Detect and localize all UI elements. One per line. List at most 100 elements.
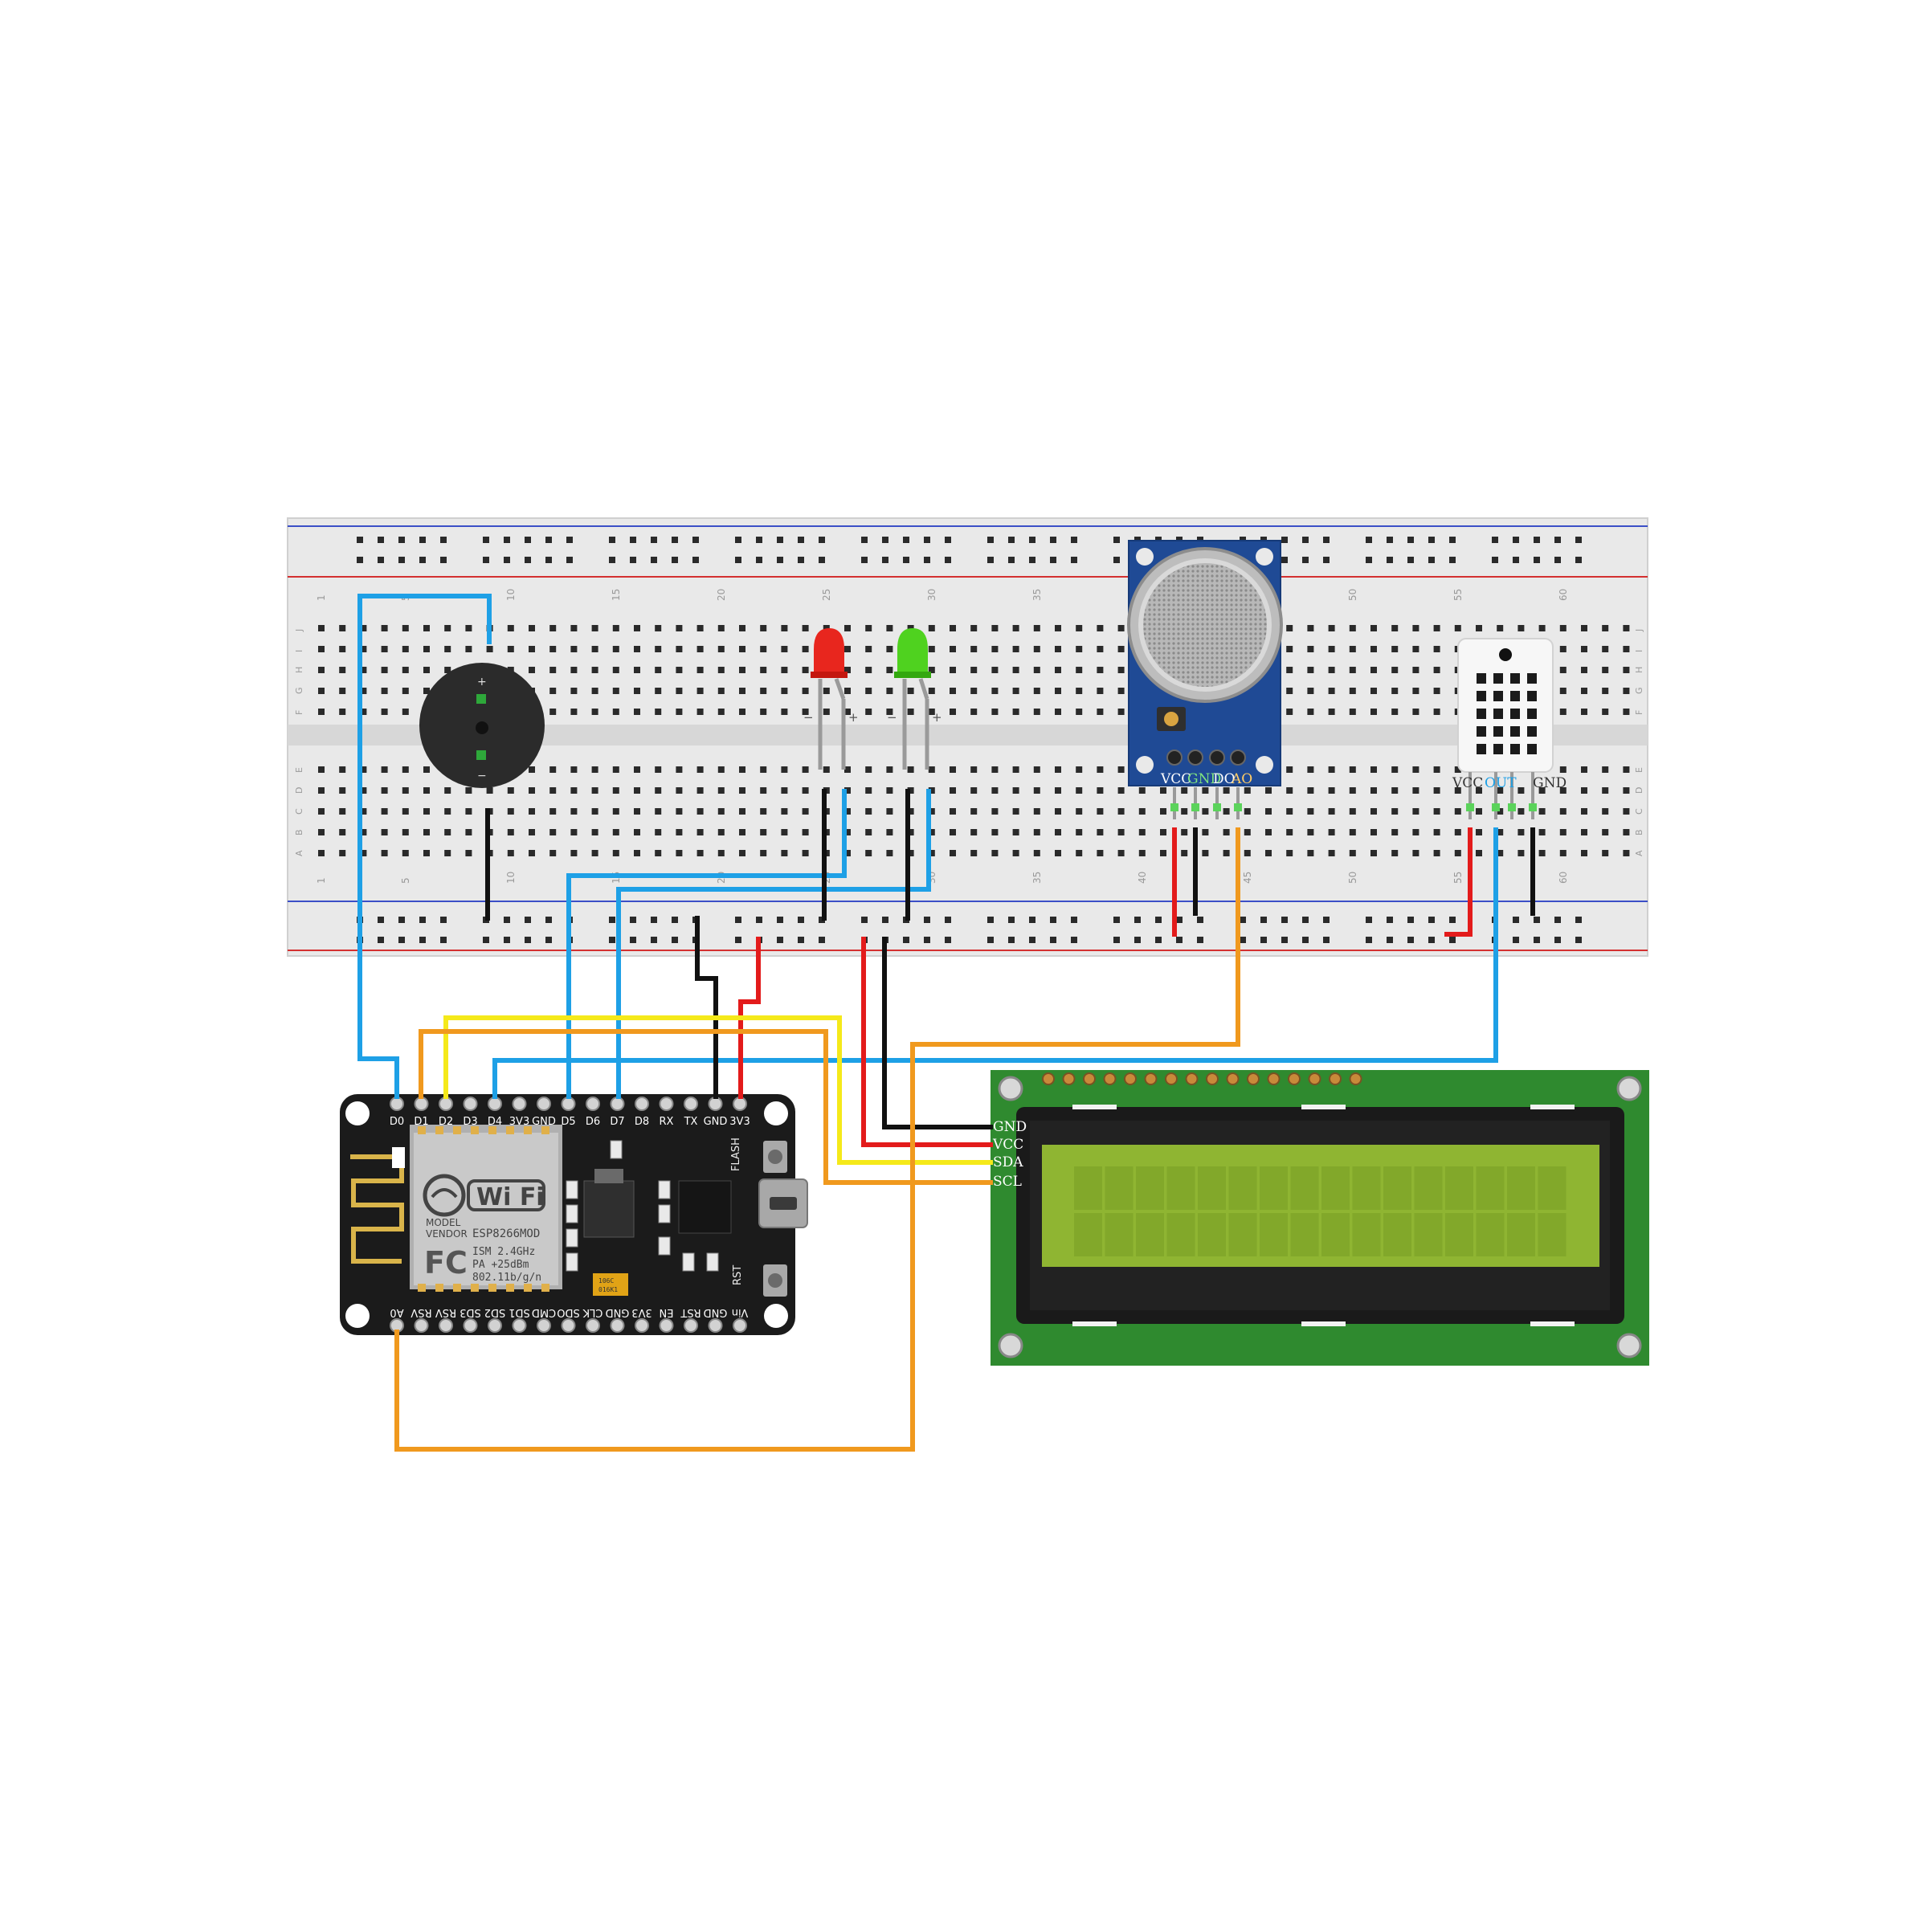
rail-hole (1302, 917, 1309, 923)
breadboard-hole (1433, 688, 1440, 694)
breadboard-hole (549, 688, 557, 694)
dht-grill-slot (1527, 691, 1537, 701)
row-letter: F (294, 710, 304, 715)
breadboard-hole (1138, 808, 1146, 815)
rail-hole (419, 537, 426, 543)
rail-hole (777, 557, 783, 563)
rail-hole (882, 557, 888, 563)
nodemcu-top-pin (512, 1097, 527, 1111)
breadboard-hole (1033, 808, 1040, 815)
rail-hole (398, 557, 405, 563)
rail-hole (819, 557, 825, 563)
breadboard-hole (1012, 646, 1019, 652)
esp-castellation (453, 1126, 461, 1134)
lcd-character-cell (1476, 1166, 1505, 1210)
breadboard-hole (1286, 625, 1293, 631)
breadboard-hole (1559, 787, 1566, 794)
breadboard-hole (1307, 625, 1314, 631)
breadboard-hole (1117, 667, 1125, 673)
breadboard-hole (970, 850, 978, 856)
breadboard-hole (1076, 850, 1083, 856)
gas-sensor-mesh (1138, 558, 1272, 692)
breadboard-hole (950, 787, 956, 794)
rail-hole (504, 537, 510, 543)
nodemcu-bottom-pin-label: A0 (390, 1306, 403, 1318)
breadboard-hole (549, 766, 557, 773)
breadboard-hole (570, 766, 578, 773)
smd-component (658, 1236, 671, 1256)
breadboard-hole (529, 829, 535, 835)
breadboard-hole (1055, 787, 1061, 794)
nodemcu-bottom-pin-label: GND (704, 1306, 728, 1318)
flash-button-cap[interactable] (768, 1150, 782, 1164)
lcd-hole-bl (998, 1333, 1023, 1358)
rail-hole (924, 537, 930, 543)
dht-grill-slot (1527, 709, 1537, 719)
breadboard-hole (591, 766, 598, 773)
breadboard-hole (1117, 709, 1125, 715)
breadboard-hole (1581, 625, 1587, 631)
smd-component (658, 1204, 671, 1223)
breadboard-hole (318, 787, 325, 794)
gas-sensor-pot-knob (1164, 712, 1178, 726)
rail-hole (1534, 557, 1540, 563)
lcd-character-cell (1352, 1213, 1381, 1256)
breadboard-hole (1286, 787, 1293, 794)
lcd-header-hole (1144, 1072, 1158, 1085)
breadboard-hole (1012, 829, 1019, 835)
nodemcu-bottom-pin (708, 1318, 723, 1333)
led-red-leg-plus (834, 678, 846, 700)
breadboard-hole (1012, 766, 1019, 773)
nodemcu-bottom-pin (733, 1318, 747, 1333)
lcd-character-cell (1383, 1213, 1411, 1256)
breadboard-hole (339, 808, 346, 815)
breadboard-hole (318, 667, 325, 673)
esp-castellation (471, 1284, 479, 1292)
lcd-bezel-tab (1072, 1321, 1117, 1326)
breadboard-hole (1307, 667, 1314, 673)
rail-hole (483, 937, 489, 943)
breadboard-hole (1223, 787, 1230, 794)
breadboard-hole (1623, 808, 1630, 815)
breadboard-hole (612, 667, 619, 673)
rail-hole (1281, 937, 1288, 943)
breadboard-hole (655, 829, 662, 835)
lcd-character-cell (1414, 1213, 1443, 1256)
breadboard-hole (844, 766, 851, 773)
dht-grill-slot (1477, 673, 1486, 684)
rail-hole (1071, 537, 1077, 543)
breadboard-hole (1433, 766, 1440, 773)
breadboard-hole (1307, 646, 1314, 652)
breadboard-hole (844, 646, 851, 652)
rail-hole (1407, 917, 1414, 923)
breadboard-hole (1581, 709, 1587, 715)
breadboard-hole (1391, 808, 1399, 815)
nodemcu-top-pin (586, 1097, 600, 1111)
breadboard-hole (1012, 625, 1019, 631)
rail-hole (1071, 917, 1077, 923)
breadboard-hole (612, 766, 619, 773)
breadboard-hole (1476, 787, 1482, 794)
rail-hole (1575, 937, 1582, 943)
breadboard-hole (339, 688, 346, 694)
breadboard-hole (1433, 850, 1440, 856)
breadboard-hole (1286, 709, 1293, 715)
nodemcu-top-pin (488, 1097, 502, 1111)
lcd-character-cell (1136, 1166, 1164, 1210)
lcd-character-cell (1074, 1213, 1102, 1256)
breadboard-hole (529, 646, 535, 652)
breadboard-hole (507, 625, 514, 631)
rail-hole (419, 557, 426, 563)
rst-button-cap[interactable] (768, 1273, 782, 1288)
led-green-rim (894, 672, 931, 678)
esp-castellation (488, 1284, 496, 1292)
rail-hole (1323, 557, 1330, 563)
rail-hole (819, 537, 825, 543)
breadboard-hole (1265, 850, 1272, 856)
rail-hole (987, 917, 994, 923)
nodemcu-hole-tl (345, 1101, 370, 1125)
breadboard-hole (1538, 625, 1546, 631)
breadboard-hole (1454, 625, 1461, 631)
breadboard-hole (760, 625, 767, 631)
